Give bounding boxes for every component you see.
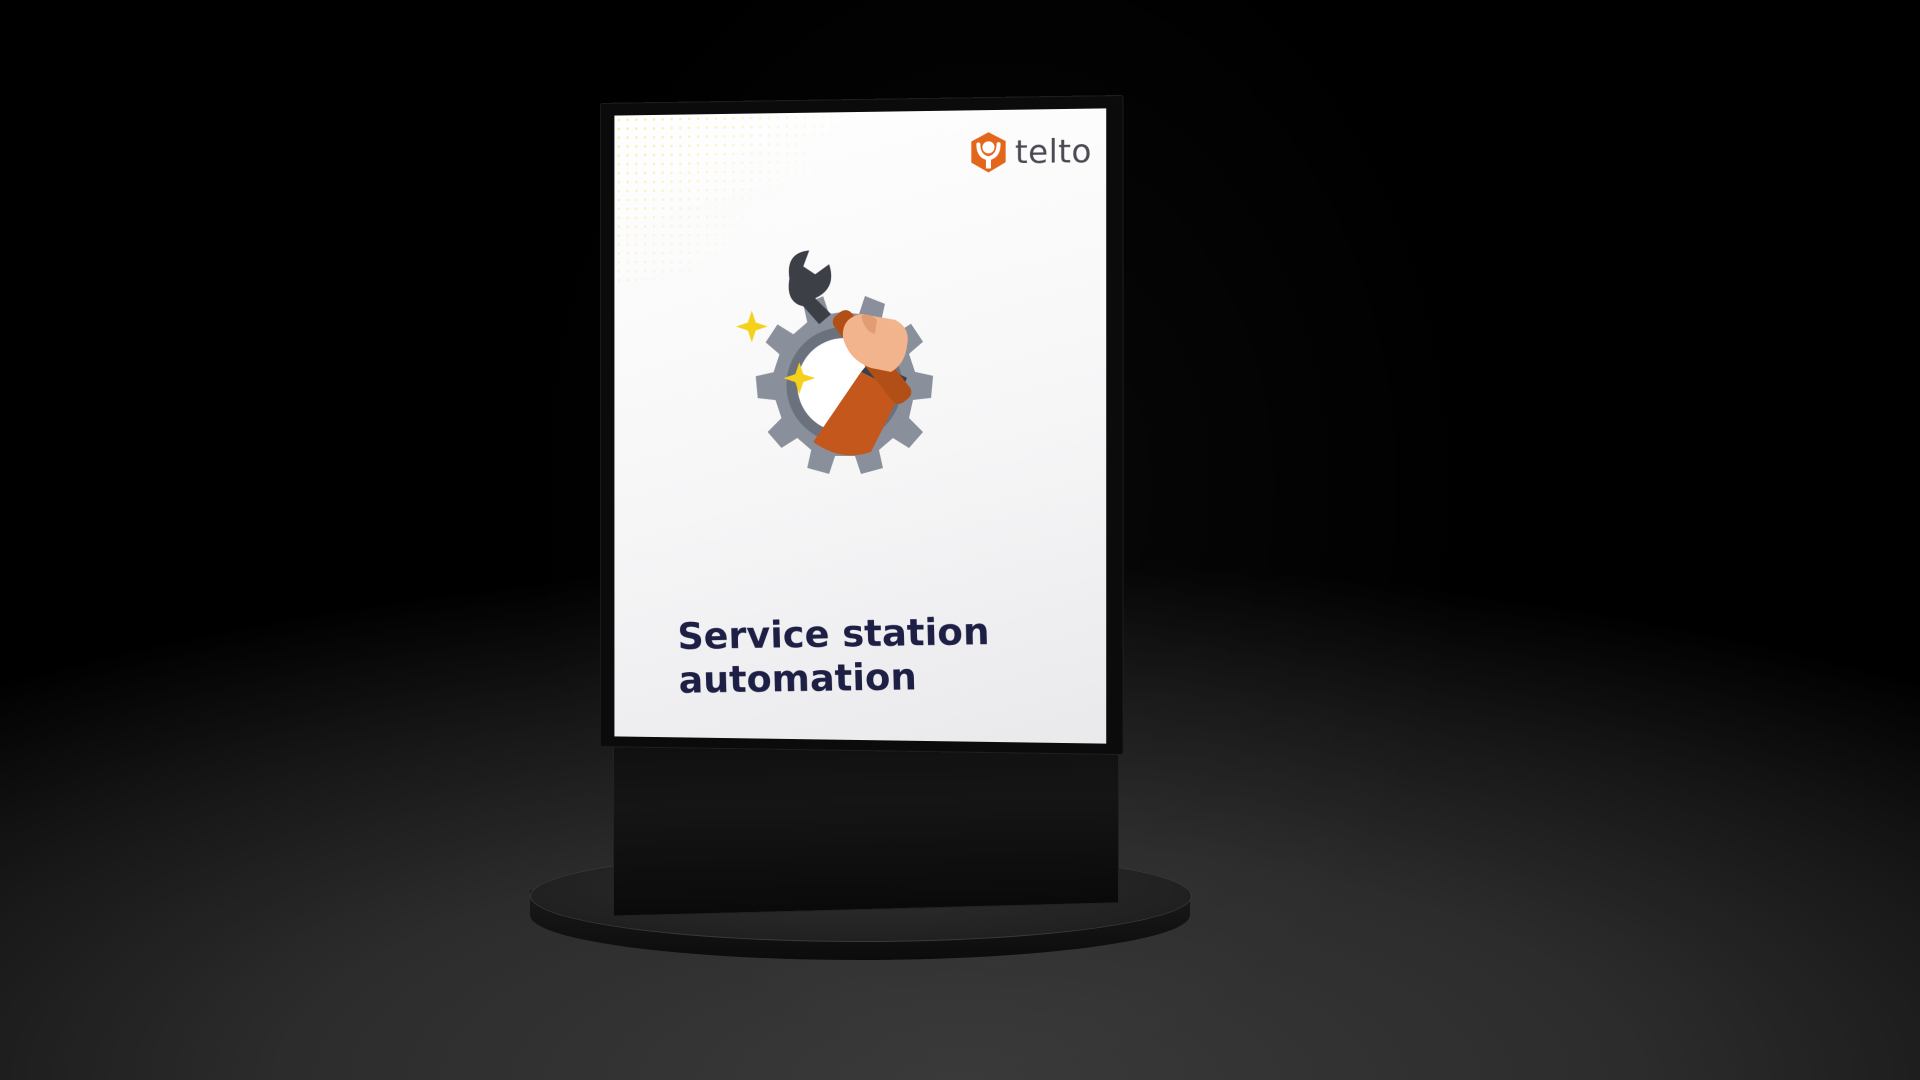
poster: telto bbox=[614, 108, 1106, 743]
sparkle-icon bbox=[736, 310, 768, 342]
brand-logo: telto bbox=[969, 129, 1092, 175]
hexagon-person-icon bbox=[969, 130, 1009, 175]
logo-text: telto bbox=[1015, 132, 1092, 171]
title-line-1: Service station bbox=[677, 608, 1078, 659]
title-line-2: automation bbox=[678, 653, 1079, 703]
poster-title: Service station automation bbox=[677, 608, 1079, 702]
display-frame: telto bbox=[601, 96, 1123, 754]
hand-wrench-gear-icon bbox=[712, 241, 971, 533]
